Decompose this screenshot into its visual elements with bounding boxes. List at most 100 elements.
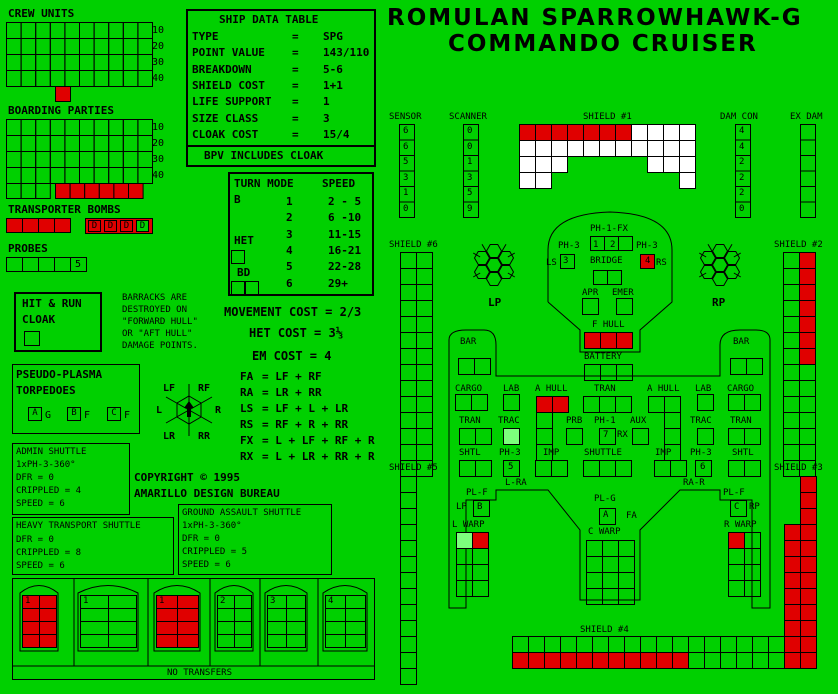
boarding-party-box[interactable] [35, 119, 51, 136]
bar-r-box[interactable] [730, 358, 747, 375]
ahull-r-box[interactable] [664, 428, 681, 445]
shield-2-box[interactable] [783, 428, 800, 445]
shield-1-box[interactable] [551, 140, 568, 157]
cargo-l-box[interactable] [471, 394, 488, 411]
crew-unit-box[interactable] [6, 70, 22, 87]
ph3-lra-box[interactable] [503, 460, 520, 477]
shield-1-box[interactable] [663, 140, 680, 157]
shuttle-box[interactable] [108, 621, 137, 635]
shuttle-box[interactable] [615, 460, 632, 477]
shuttle-box[interactable] [234, 608, 252, 622]
shield-4-box[interactable] [576, 652, 593, 669]
shield-1-box[interactable] [647, 124, 664, 141]
shield-6-box[interactable] [416, 364, 433, 381]
shield-5-box[interactable] [400, 492, 417, 509]
scanner-box[interactable] [463, 201, 479, 218]
c-warp-box[interactable] [618, 556, 635, 573]
shield-4-box[interactable] [624, 636, 641, 653]
shield-2-box[interactable] [783, 268, 800, 285]
tran-l-box[interactable] [475, 428, 492, 445]
shield-6-box[interactable] [400, 316, 417, 333]
shield-6-box[interactable] [416, 300, 433, 317]
exdam-box[interactable] [800, 201, 816, 218]
crew-unit-box[interactable] [64, 38, 81, 55]
shield-5-box[interactable] [400, 604, 417, 621]
shield-4-box[interactable] [512, 636, 529, 653]
crew-unit-box[interactable] [108, 38, 124, 55]
boarding-party-box[interactable] [35, 183, 51, 199]
shield-3-box[interactable] [800, 556, 817, 573]
aux-box[interactable] [632, 428, 649, 445]
crew-unit-box[interactable] [20, 38, 37, 55]
dummy-bomb-2[interactable]: D [104, 220, 117, 232]
shield-1-box[interactable] [567, 124, 584, 141]
crew-unit-box[interactable] [79, 70, 95, 87]
shuttle-box[interactable] [234, 595, 252, 609]
shtl-r-box[interactable] [728, 460, 745, 477]
crew-unit-box[interactable] [49, 54, 66, 71]
shield-6-box[interactable] [400, 252, 417, 269]
shield-4-box[interactable] [768, 652, 785, 669]
apr-box[interactable] [582, 298, 599, 315]
l-warp-box[interactable] [456, 548, 473, 565]
boarding-party-box[interactable] [137, 151, 153, 168]
c-warp-box[interactable] [586, 572, 603, 589]
bd-checkbox-1[interactable] [231, 281, 245, 295]
plasma-c-box[interactable]: C [107, 407, 121, 421]
shuttle-box[interactable] [234, 634, 252, 648]
shield-6-box[interactable] [416, 348, 433, 365]
shield-4-box[interactable] [592, 636, 609, 653]
shield-4-box[interactable] [544, 636, 561, 653]
c-warp-box[interactable] [618, 588, 635, 605]
boarding-party-box[interactable] [49, 167, 66, 184]
crew-unit-box[interactable] [6, 54, 22, 71]
exdam-box[interactable] [800, 186, 816, 203]
battery-box[interactable] [584, 364, 601, 381]
shield-1-box[interactable] [615, 140, 632, 157]
shield-3-box[interactable] [800, 572, 817, 589]
shield-4-box[interactable] [528, 636, 545, 653]
shield-1-box[interactable] [583, 140, 600, 157]
crew-unit-box[interactable] [79, 38, 95, 55]
imp-l-box[interactable] [535, 460, 552, 477]
tran-c-box[interactable] [583, 396, 600, 413]
shield-4-box[interactable] [592, 652, 609, 669]
shuttle-box[interactable] [286, 595, 306, 609]
shield-6-box[interactable] [416, 444, 433, 461]
boarding-party-box[interactable] [93, 135, 110, 152]
shield-5-box[interactable] [400, 540, 417, 557]
shuttle-box[interactable] [39, 621, 57, 635]
shield-4-box[interactable] [672, 652, 689, 669]
shield-4-box[interactable] [528, 652, 545, 669]
shuttle-box[interactable] [177, 595, 199, 609]
shield-2-box[interactable] [799, 252, 816, 269]
fhull-box[interactable] [600, 332, 617, 349]
shield-1-box[interactable] [647, 140, 664, 157]
shield-4-box[interactable] [560, 636, 577, 653]
shield-2-box[interactable] [783, 444, 800, 461]
c-warp-box[interactable] [602, 572, 619, 589]
shield-1-box[interactable] [519, 140, 536, 157]
shield-2-box[interactable] [783, 316, 800, 333]
shield-1-box[interactable] [615, 124, 632, 141]
shield-4-box[interactable] [608, 652, 625, 669]
c-warp-box[interactable] [602, 540, 619, 557]
crew-unit-box[interactable] [35, 70, 51, 87]
crew-unit-box[interactable] [93, 38, 110, 55]
shield-6-box[interactable] [400, 396, 417, 413]
c-warp-box[interactable] [586, 540, 603, 557]
shield-2-box[interactable] [783, 364, 800, 381]
shtl-l-box[interactable] [475, 460, 492, 477]
shield-4-box[interactable] [688, 652, 705, 669]
crew-unit-box[interactable] [108, 22, 124, 39]
shuttle-box[interactable] [108, 634, 137, 648]
shield-4-box[interactable] [752, 636, 769, 653]
shield-4-box[interactable] [512, 652, 529, 669]
boarding-party-box[interactable] [6, 183, 22, 199]
boarding-party-box[interactable] [6, 119, 22, 136]
crew-unit-box[interactable] [35, 38, 51, 55]
ahull-r-box[interactable] [664, 412, 681, 429]
battery-box[interactable] [600, 364, 617, 381]
boarding-party-box[interactable] [93, 119, 110, 136]
shield-5-box[interactable] [400, 636, 417, 653]
